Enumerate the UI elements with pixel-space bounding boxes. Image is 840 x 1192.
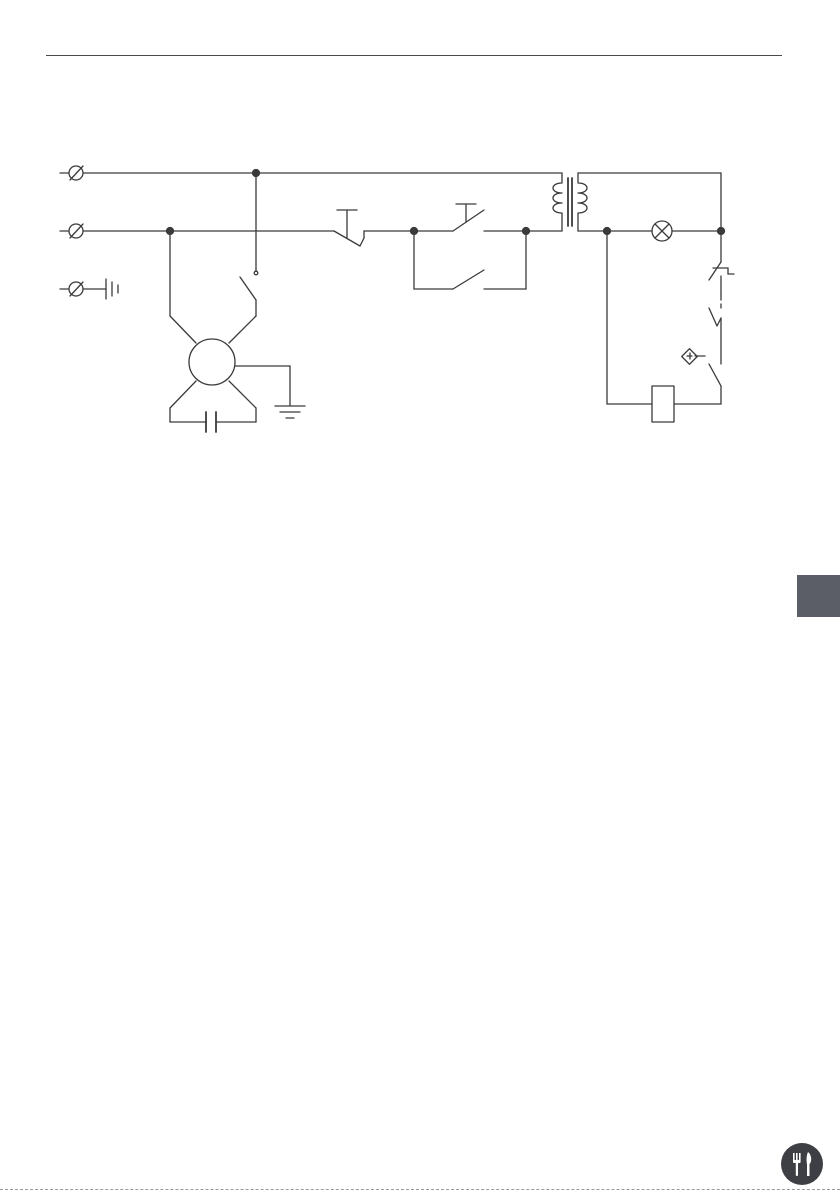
terminal-line-2 [60,224,83,238]
speed-switch [240,173,258,316]
relay-coil [607,231,721,422]
motor-ground [235,366,305,418]
earth-symbol-icon [106,279,118,299]
terminal-line-1 [60,166,83,180]
cutlery-icon [781,1143,823,1185]
section-tab [797,575,840,617]
push-button-off [334,210,414,246]
indicator-lamp [652,221,672,241]
terminal-earth [60,279,118,299]
footer-rule [0,1189,840,1191]
sensor-switch [682,349,721,404]
door-switch [709,294,721,352]
hold-contact [414,231,526,289]
wiring-diagram [0,0,840,460]
transformer [526,173,587,231]
fan-motor [170,231,256,422]
push-button-on [414,204,526,231]
motor-icon [189,339,235,385]
motor-capacitor [170,412,256,432]
thermal-switch [709,231,734,294]
